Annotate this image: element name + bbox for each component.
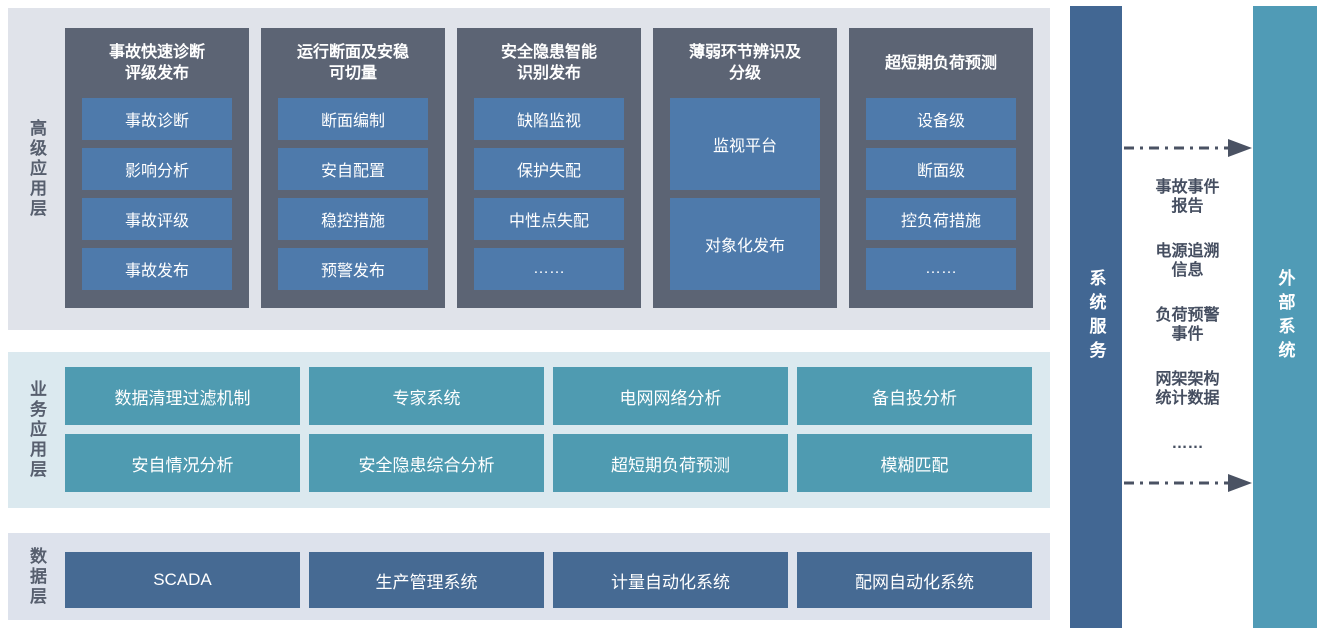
column-item: 安自配置 — [278, 148, 428, 190]
column-items: 事故诊断 影响分析 事故评级 事故发布 — [82, 98, 232, 290]
column-weak-link: 薄弱环节辨识及 分级 监视平台 对象化发布 — [653, 28, 837, 308]
column-item: 预警发布 — [278, 248, 428, 290]
business-box: 专家系统 — [309, 367, 544, 425]
column-load-forecast: 超短期负荷预测 设备级 断面级 控负荷措施 …… — [849, 28, 1033, 308]
business-grid: 数据清理过滤机制 专家系统 电网网络分析 备自投分析 安自情况分析 安全隐患综合… — [65, 352, 1032, 508]
data-source-box: 计量自动化系统 — [553, 552, 788, 608]
business-box: 安自情况分析 — [65, 434, 300, 492]
column-items: 监视平台 对象化发布 — [670, 98, 820, 290]
column-item: 事故发布 — [82, 248, 232, 290]
column-title: 薄弱环节辨识及 分级 — [688, 44, 801, 82]
system-service-bar: 系统服务 — [1070, 6, 1122, 628]
data-source-box: 配网自动化系统 — [797, 552, 1032, 608]
business-box: 电网网络分析 — [553, 367, 788, 425]
data-layer-label: 数据层 — [8, 533, 65, 620]
column-item: 断面编制 — [278, 98, 428, 140]
column-item: 事故评级 — [82, 198, 232, 240]
exchange-item: …… — [1171, 435, 1204, 452]
column-title: 安全隐患智能 识别发布 — [500, 44, 597, 82]
column-items: 设备级 断面级 控负荷措施 …… — [866, 98, 1016, 290]
column-title: 事故快速诊断 评级发布 — [108, 44, 205, 82]
column-item: 中性点失配 — [474, 198, 624, 240]
column-title: 运行断面及安稳 可切量 — [296, 44, 409, 82]
external-system-bar: 外部系统 — [1253, 6, 1317, 628]
exchange-item: 电源追溯 信息 — [1155, 243, 1220, 279]
data-source-box: 生产管理系统 — [309, 552, 544, 608]
exchange-item: 网架架构 统计数据 — [1155, 371, 1220, 407]
business-layer-label-text: 业务应用层 — [27, 380, 46, 480]
column-item: 对象化发布 — [670, 198, 820, 290]
dashed-arrow-right-icon — [1124, 139, 1252, 157]
column-item: 断面级 — [866, 148, 1016, 190]
exchange-items: 事故事件 报告 电源追溯 信息 负荷预警 事件 网架架构 统计数据 …… — [1122, 178, 1253, 453]
column-item: 控负荷措施 — [866, 198, 1016, 240]
business-box: 超短期负荷预测 — [553, 434, 788, 492]
system-service-bar-text: 系统服务 — [1086, 269, 1106, 365]
column-title: 超短期负荷预测 — [884, 54, 997, 72]
dashed-arrow-right-icon — [1124, 474, 1252, 492]
advanced-columns: 事故快速诊断 评级发布 事故诊断 影响分析 事故评级 事故发布 运行断面及安稳 … — [65, 8, 1033, 330]
business-box: 安全隐患综合分析 — [309, 434, 544, 492]
exchange-item: 事故事件 报告 — [1155, 179, 1220, 215]
data-sources-row: SCADA 生产管理系统 计量自动化系统 配网自动化系统 — [65, 533, 1032, 620]
column-accident-diagnosis: 事故快速诊断 评级发布 事故诊断 影响分析 事故评级 事故发布 — [65, 28, 249, 308]
advanced-layer-label: 高级应用层 — [8, 8, 65, 330]
column-item: …… — [866, 248, 1016, 290]
column-item: 影响分析 — [82, 148, 232, 190]
column-items: 断面编制 安自配置 稳控措施 预警发布 — [278, 98, 428, 290]
advanced-layer-label-text: 高级应用层 — [27, 119, 46, 219]
column-item: 监视平台 — [670, 98, 820, 190]
column-operation-section: 运行断面及安稳 可切量 断面编制 安自配置 稳控措施 预警发布 — [261, 28, 445, 308]
column-item: 稳控措施 — [278, 198, 428, 240]
data-source-box: SCADA — [65, 552, 300, 608]
business-box: 模糊匹配 — [797, 434, 1032, 492]
business-box: 备自投分析 — [797, 367, 1032, 425]
column-item: 缺陷监视 — [474, 98, 624, 140]
exchange-item: 负荷预警 事件 — [1155, 307, 1220, 343]
column-item: 设备级 — [866, 98, 1016, 140]
business-layer-label: 业务应用层 — [8, 352, 65, 508]
business-application-layer-band: 业务应用层 数据清理过滤机制 专家系统 电网网络分析 备自投分析 安自情况分析 … — [8, 352, 1050, 508]
column-hidden-danger: 安全隐患智能 识别发布 缺陷监视 保护失配 中性点失配 …… — [457, 28, 641, 308]
external-system-bar-text: 外部系统 — [1275, 269, 1295, 365]
column-item: …… — [474, 248, 624, 290]
business-box: 数据清理过滤机制 — [65, 367, 300, 425]
data-layer-label-text: 数据层 — [27, 546, 46, 607]
column-items: 缺陷监视 保护失配 中性点失配 …… — [474, 98, 624, 290]
data-layer-band: 数据层 SCADA 生产管理系统 计量自动化系统 配网自动化系统 — [8, 533, 1050, 620]
exchange-area: 事故事件 报告 电源追溯 信息 负荷预警 事件 网架架构 统计数据 …… — [1122, 6, 1253, 628]
column-item: 事故诊断 — [82, 98, 232, 140]
column-item: 保护失配 — [474, 148, 624, 190]
advanced-application-layer-band: 高级应用层 事故快速诊断 评级发布 事故诊断 影响分析 事故评级 事故发布 运行… — [8, 8, 1050, 330]
